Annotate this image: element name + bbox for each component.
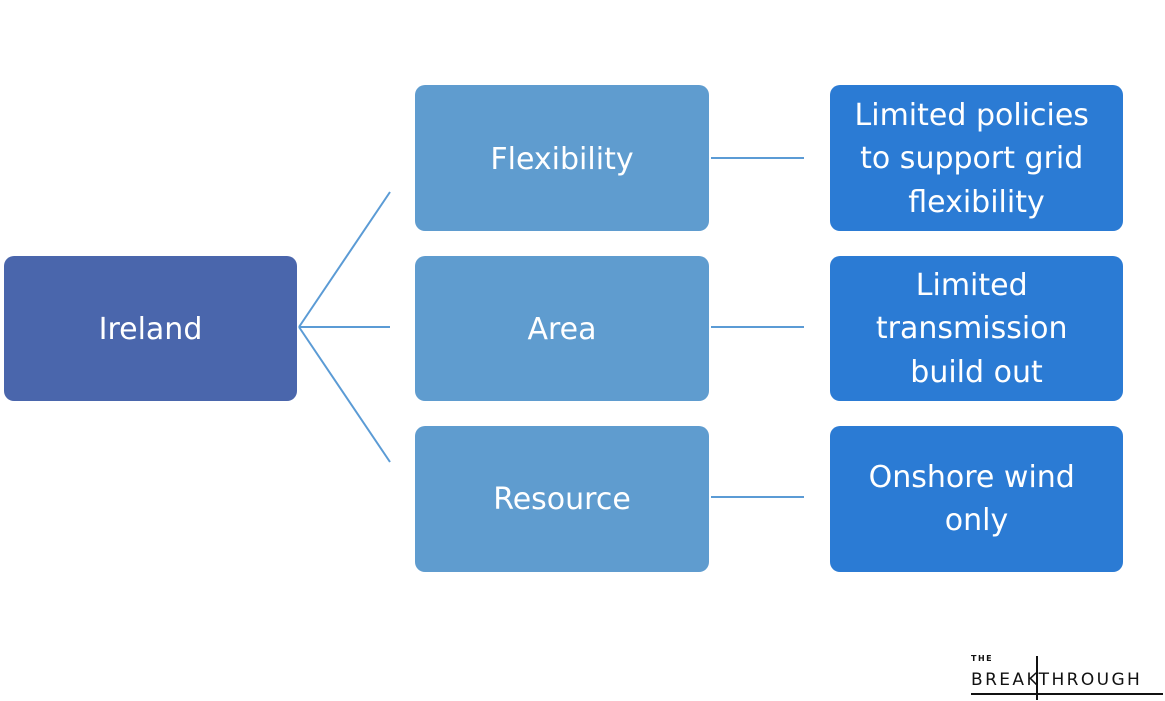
logo-underline [971,693,1163,695]
detail-line: flexibility [908,185,1044,220]
detail-line: Limited policies [855,98,1089,133]
detail-node-area: Limited transmission build out [830,256,1123,401]
logo-small-text: THE [971,654,994,663]
detail-node-resource: Onshore wind only [830,426,1123,572]
logo-tick-mark [1036,656,1038,700]
connectors [298,157,804,498]
branch-node-flexibility: Flexibility [415,85,709,231]
branch-node-label: Resource [493,482,631,517]
branch-node-box [415,85,709,231]
detail-node-flexibility: Limited policies to support grid flexibi… [830,85,1123,231]
branch-node-label: Area [527,312,596,347]
branch-node-box [415,426,709,572]
detail-line: Limited [916,268,1028,303]
branch-node-label: Flexibility [490,142,633,177]
detail-line: transmission [876,311,1068,346]
detail-line: only [945,503,1008,538]
breakthrough-logo: THE BREAKTHROUGH [968,654,1164,700]
detail-node-box [830,256,1123,401]
detail-node-box [830,426,1123,572]
logo-wordmark: BREAKTHROUGH [971,670,1143,690]
connector-root-resource [298,326,391,463]
detail-line: build out [910,355,1043,390]
root-node-box [4,256,297,401]
detail-node-text: Limited policies to support grid flexibi… [855,98,1099,220]
connector-root-flexibility [298,191,391,328]
detail-line: to support grid [860,141,1083,176]
branch-node-area: Area [415,256,709,401]
root-node-label: Ireland [99,312,203,347]
branch-node-resource: Resource [415,426,709,572]
detail-node-text: Onshore wind only [869,460,1085,538]
detail-line: Onshore wind [869,460,1075,495]
branch-node-box [415,256,709,401]
root-node-ireland: Ireland [4,256,297,401]
detail-node-text: Limited transmission build out [876,268,1077,390]
detail-node-box [830,85,1123,231]
